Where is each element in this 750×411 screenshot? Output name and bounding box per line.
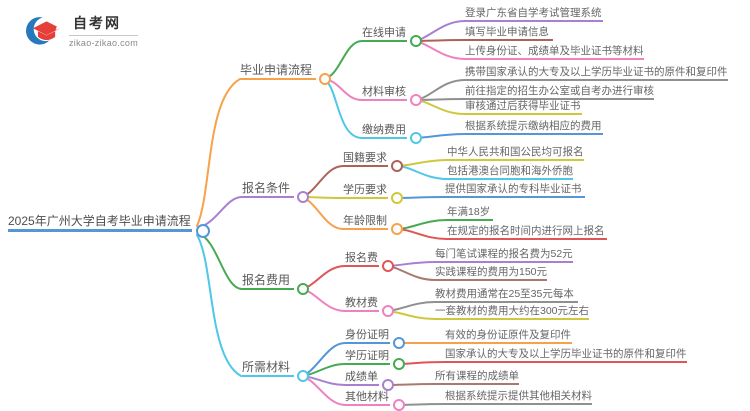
node-label: 缴纳费用 [362,124,406,136]
sub-pay-fees[interactable]: 缴纳费用 [362,124,422,144]
leaf-hk-macao-overseas[interactable]: 包括港澳台同胞和海外侨胞 [447,165,573,180]
leaf-written-course-fee[interactable]: 每门笔试课程的报名费为52元 [435,248,573,263]
leaf-pay-as-prompted[interactable]: 根据系统提示缴纳相应的费用 [465,120,603,135]
leaf-practical-course-fee[interactable]: 实践课程的费用为150元 [435,266,548,281]
leaf-go-to-office-review[interactable]: 前往指定的招生办公室或自考办进行审核 [465,85,654,100]
logo-domain: zikao-zikao.com [69,34,139,48]
node-label: 国籍要求 [343,152,387,164]
node-label: 学历要求 [343,184,387,196]
branch-registration-fees[interactable]: 报名费用 [242,273,309,295]
graduation-cap-icon [26,17,61,45]
branch-registration-conditions[interactable]: 报名条件 [242,181,309,203]
sub-online-application[interactable]: 在线申请 [362,27,422,47]
edge [395,228,448,240]
expand-handle-icon[interactable] [297,283,309,295]
logo-title: 自考网 [73,14,121,31]
node-label: 材料审核 [362,86,406,98]
sub-identity-proof[interactable]: 身份证明 [345,329,405,349]
leaf-prc-citizens[interactable]: 中华人民共和国公民均可报名 [447,146,584,161]
leaf-all-course-transcripts[interactable]: 所有课程的成绩单 [435,370,519,385]
leaf-id-card-copy[interactable]: 有效的身份证原件及复印件 [445,329,572,344]
expand-handle-icon[interactable] [382,260,394,272]
edge [395,165,448,180]
expand-handle-icon[interactable] [382,379,394,391]
node-label: 所需材料 [242,360,291,374]
leaf-college-diploma[interactable]: 提供国家承认的专科毕业证书 [445,183,585,198]
node-label: 身份证明 [345,329,389,341]
leaf-age-18[interactable]: 年满18岁 [447,206,493,221]
site-logo: 自考网 zikao-zikao.com [26,12,139,48]
sub-education-proof[interactable]: 学历证明 [345,350,405,370]
branch-application-process[interactable]: 毕业申请流程 [240,63,331,85]
leaf-login-system[interactable]: 登录广东省自学考试管理系统 [465,7,603,22]
expand-handle-icon[interactable] [391,223,403,235]
leaf-upload-materials[interactable]: 上传身份证、成绩单及毕业证书等材料 [465,45,644,60]
leaf-textbook-set-price[interactable]: 一套教材的费用大约在300元左右 [435,305,590,320]
expand-handle-icon[interactable] [319,73,331,85]
node-label: 毕业申请流程 [240,63,313,77]
expand-handle-icon[interactable] [410,94,422,106]
expand-handle-icon[interactable] [410,35,422,47]
branch-required-materials[interactable]: 所需材料 [242,360,309,382]
node-label: 报名费用 [242,273,291,287]
node-label: 教材费 [345,297,378,309]
node-label: 报名条件 [242,181,291,195]
expand-handle-icon[interactable] [297,370,309,382]
root-node[interactable]: 2025年广州大学自考毕业申请流程 [8,214,210,238]
leaf-textbook-unit-price[interactable]: 教材费用通常在25至35元每本 [435,288,578,303]
edge [395,196,446,199]
edge [196,234,242,377]
node-label: 年龄限制 [343,215,387,227]
sub-textbook-fee[interactable]: 教材费 [345,297,394,317]
leaf-fill-application-info[interactable]: 填写毕业申请信息 [465,26,553,41]
edge [321,78,363,139]
leaf-other-related-materials[interactable]: 根据系统提示提供其他相关材料 [445,390,592,405]
leaf-register-in-time[interactable]: 在规定的报名时间内进行网上报名 [447,225,607,240]
sub-nationality-requirement[interactable]: 国籍要求 [343,152,403,172]
expand-handle-icon[interactable] [196,224,210,238]
sub-other-materials[interactable]: 其他材料 [345,391,405,411]
leaf-bring-certificates[interactable]: 携带国家承认的大专及以上学历毕业证书的原件和复印件 [465,66,728,81]
root-label: 2025年广州大学自考毕业申请流程 [8,214,191,228]
edge [395,219,448,230]
expand-handle-icon[interactable] [297,191,309,203]
sub-education-requirement[interactable]: 学历要求 [343,184,403,204]
node-label: 成绩单 [345,371,378,383]
sub-registration-fee[interactable]: 报名费 [345,252,394,272]
sub-age-limit[interactable]: 年龄限制 [343,215,403,235]
expand-handle-icon[interactable] [391,192,403,204]
sub-material-review[interactable]: 材料审核 [362,86,422,106]
expand-handle-icon[interactable] [391,160,403,172]
leaf-diploma-original-copy[interactable]: 国家承认的大专及以上学历毕业证书的原件和复印件 [445,348,687,363]
logo-text: 自考网 zikao-zikao.com [69,13,139,48]
node-label: 学历证明 [345,350,389,362]
edge [196,78,241,227]
leaf-get-diploma[interactable]: 审核通过后获得毕业证书 [465,100,582,115]
node-label: 其他材料 [345,391,389,403]
expand-handle-icon[interactable] [393,337,405,349]
expand-handle-icon[interactable] [393,358,405,370]
expand-handle-icon[interactable] [393,399,405,411]
expand-handle-icon[interactable] [382,305,394,317]
node-label: 报名费 [345,252,378,264]
expand-handle-icon[interactable] [410,132,422,144]
node-label: 在线申请 [362,27,406,39]
edge [395,159,448,167]
sub-transcript[interactable]: 成绩单 [345,371,394,391]
